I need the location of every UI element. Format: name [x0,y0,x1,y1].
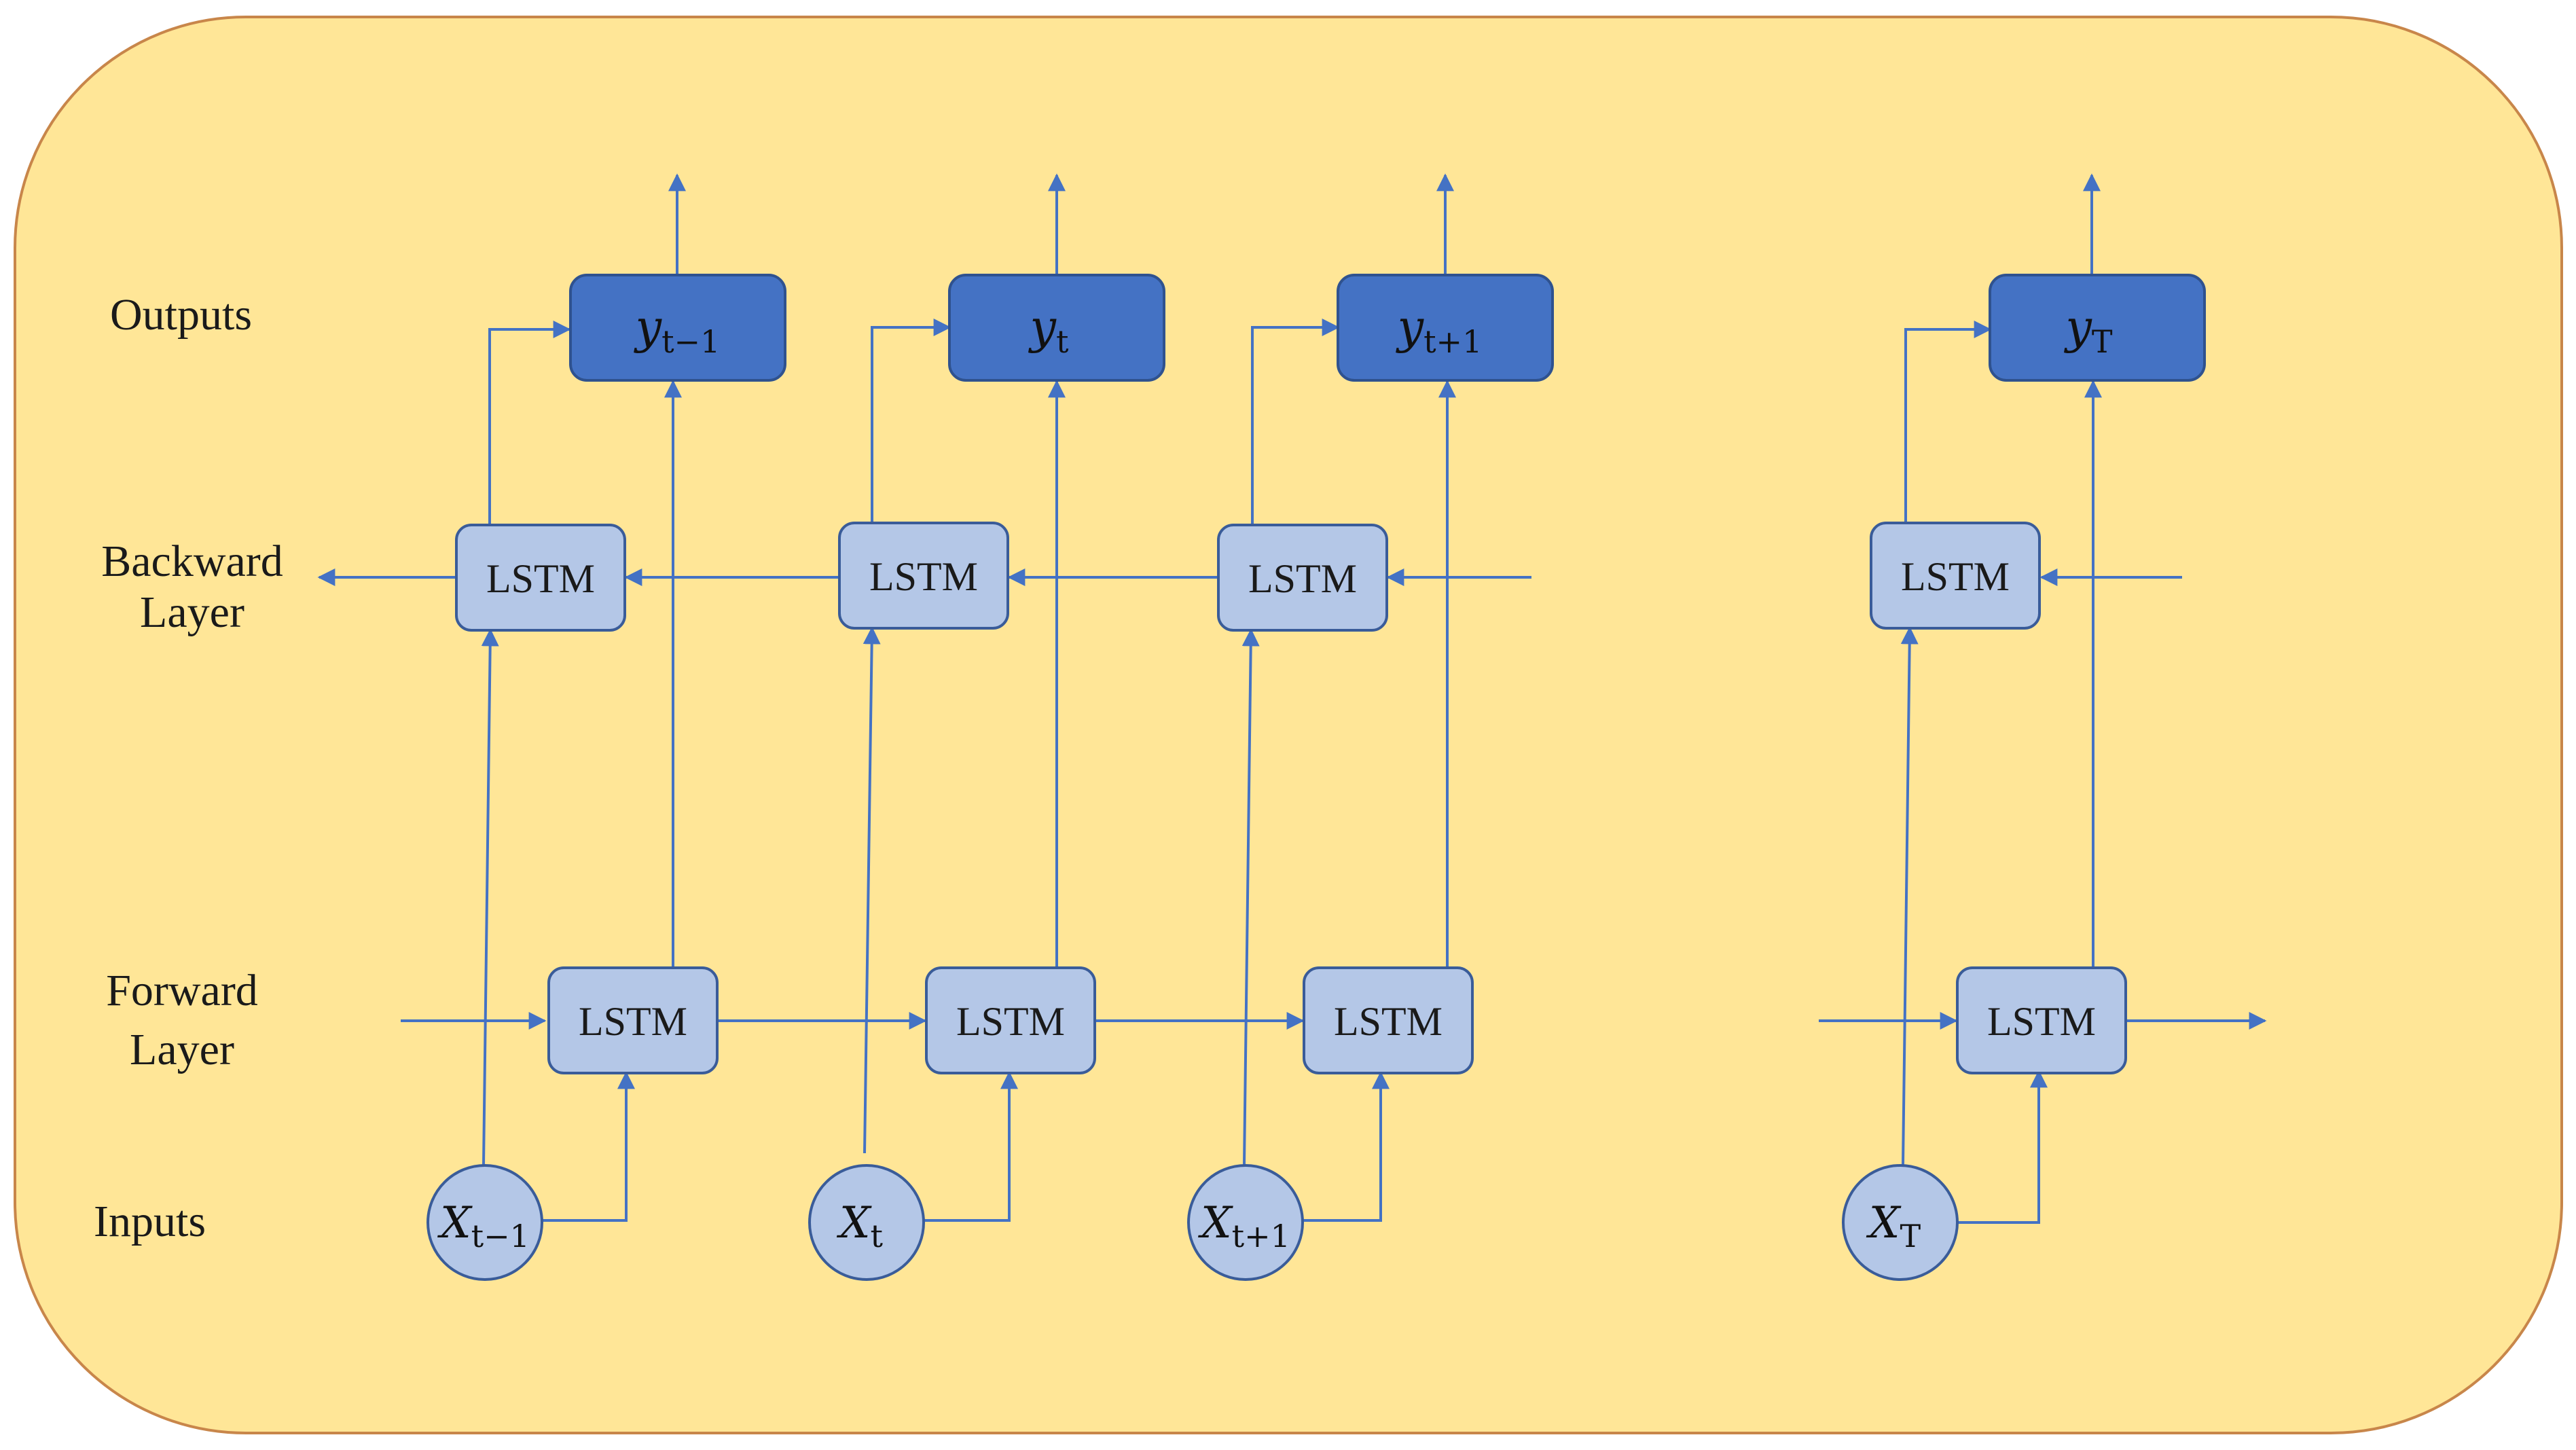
svg-text:yt: yt [1028,301,1069,360]
svg-text:LSTM: LSTM [1901,554,2010,599]
backward-layer-label-line2: Layer [140,587,244,637]
svg-text:yt+1: yt+1 [1396,301,1483,360]
inputs-label: Inputs [94,1197,206,1246]
backward-to-output-arrow [1904,321,1992,523]
forward-lstm-cell: LSTM [547,966,719,1074]
output-box: yT [1989,274,2206,382]
input-node: Xt+1 [1187,1164,1304,1281]
input-to-forward-arrow [541,1071,635,1222]
svg-text:LSTM: LSTM [486,556,595,601]
backward-layer-label-line1: Backward [101,537,283,586]
backward-lstm-cell: LSTM [455,524,626,632]
svg-text:Xt−1: Xt−1 [437,1198,530,1254]
svg-text:yT: yT [2063,301,2112,360]
forward-lstm-cell: LSTM [1303,966,1474,1074]
svg-text:LSTM: LSTM [1334,999,1443,1044]
input-node: Xt−1 [427,1164,543,1281]
svg-text:LSTM: LSTM [869,554,978,599]
svg-text:yt−1: yt−1 [634,301,721,360]
backward-to-output-arrow [488,321,571,526]
input-to-forward-arrow [1956,1070,2048,1224]
connectors [317,173,2267,1224]
svg-text:Xt+1: Xt+1 [1197,1198,1290,1254]
forward-layer-label-line2: Layer [130,1025,234,1074]
forward-layer-label-line1: Forward [106,966,258,1015]
svg-text:Xt: Xt [836,1198,884,1254]
output-box: yt [948,274,1165,382]
input-to-forward-arrow [922,1071,1018,1222]
forward-lstm-cell: LSTM [1956,966,2127,1074]
output-box: yt+1 [1337,274,1554,382]
input-to-backward-arrow [863,626,881,1154]
svg-text:LSTM: LSTM [579,999,687,1044]
input-to-backward-arrow [481,628,499,1165]
backward-to-output-arrow [1251,319,1340,526]
svg-text:LSTM: LSTM [1987,999,2096,1044]
output-box: yt−1 [569,274,786,382]
backward-lstm-cell: LSTM [1870,522,2041,630]
svg-text:XT: XT [1866,1198,1921,1254]
input-to-forward-arrow [1301,1071,1390,1222]
svg-text:LSTM: LSTM [1248,556,1357,601]
outputs-label: Outputs [110,290,252,340]
backward-to-output-arrow [871,319,951,524]
forward-lstm-cell: LSTM [925,966,1096,1074]
input-to-backward-arrow [1241,628,1260,1165]
svg-text:LSTM: LSTM [956,999,1065,1044]
input-node: XT [1842,1164,1959,1281]
backward-lstm-cell: LSTM [838,522,1009,630]
input-to-backward-arrow [1900,626,1919,1165]
backward-lstm-cell: LSTM [1217,524,1388,632]
input-node: Xt [808,1164,925,1281]
